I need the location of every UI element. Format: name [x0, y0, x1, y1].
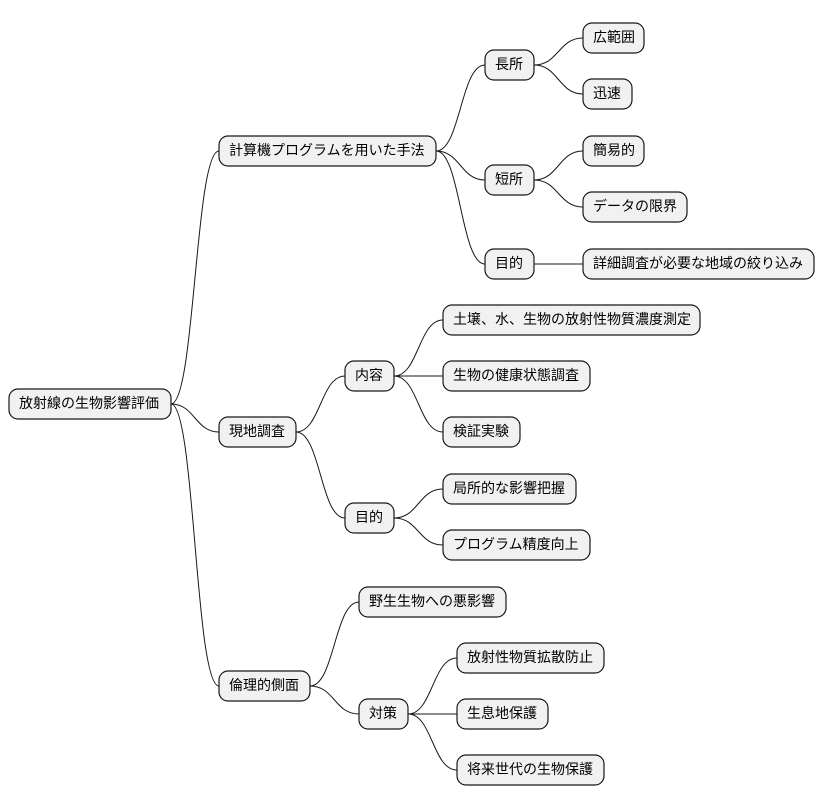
node-box — [442, 473, 577, 505]
node-label: 詳細調査が必要な地域の絞り込み — [593, 256, 803, 272]
connector-line — [533, 37, 584, 66]
node-box — [358, 586, 507, 618]
node-label: 生物の健康状態調査 — [453, 367, 579, 384]
connector-line — [435, 150, 486, 181]
node-label: 対策 — [369, 705, 397, 722]
mindmap-node-root-children-1-children-0-children-0: 土壌、水、生物の放射性物質濃度測定 — [442, 304, 701, 336]
mindmap-node-root-children-1-children-0-children-2: 検証実験 — [442, 416, 521, 448]
node-box — [484, 248, 535, 280]
mindmap-node-root-children-0-children-0-children-0: 広範囲 — [582, 22, 645, 54]
mindmap-node-root-children-1-children-1: 目的 — [344, 502, 395, 534]
connector-line — [393, 488, 444, 519]
mindmap-node-root-children-0-children-1: 短所 — [484, 164, 535, 196]
mindmap-node-root-children-1-children-0-children-1: 生物の健康状態調査 — [442, 360, 591, 392]
node-box — [442, 304, 701, 336]
mindmap-node-root-children-1-children-0: 内容 — [344, 360, 395, 392]
node-label: 広範囲 — [593, 29, 635, 46]
node-label: 短所 — [495, 172, 523, 188]
mindmap-node-root-children-2-children-1-children-2: 将来世代の生物保護 — [456, 754, 605, 786]
node-label: データの限界 — [593, 198, 677, 215]
mindmap-node-root-children-0-children-0: 長所 — [484, 49, 535, 81]
node-label: 簡易的 — [593, 143, 635, 159]
connector-line — [393, 319, 444, 377]
node-box — [218, 670, 311, 702]
node-label: 目的 — [495, 256, 523, 272]
mindmap-node-root-children-2: 倫理的側面 — [218, 670, 311, 702]
mindmap-node-root-children-1: 現地調査 — [218, 416, 297, 448]
node-box — [456, 642, 605, 674]
node-box — [456, 698, 549, 730]
node-label: 生息地保護 — [467, 705, 537, 722]
node-box — [344, 502, 395, 534]
connector-line — [533, 179, 584, 208]
node-label: 計算機プログラムを用いた手法 — [229, 143, 425, 159]
connector-line — [533, 150, 584, 181]
node-label: 長所 — [495, 57, 523, 73]
node-label: 内容 — [355, 367, 383, 384]
node-box — [218, 416, 297, 448]
node-box — [344, 360, 395, 392]
node-label: プログラム精度向上 — [453, 537, 579, 553]
node-box — [442, 529, 591, 561]
mindmap-node-root-children-2-children-1-children-0: 放射性物質拡散防止 — [456, 642, 605, 674]
node-box — [582, 22, 645, 54]
connector-line — [393, 517, 444, 546]
connector-line — [170, 403, 220, 433]
connector-line — [533, 64, 584, 95]
node-label: 将来世代の生物保護 — [467, 762, 593, 778]
connector-line — [170, 150, 220, 405]
node-box — [442, 416, 521, 448]
mindmap-node-root-children-0-children-1-children-0: 簡易的 — [582, 135, 645, 167]
mindmap-node-root-children-0-children-2-children-0: 詳細調査が必要な地域の絞り込み — [582, 248, 815, 280]
node-label: 土壌、水、生物の放射性物質濃度測定 — [453, 312, 691, 328]
node-label: 放射性物質拡散防止 — [467, 650, 593, 666]
node-label: 局所的な影響把握 — [453, 480, 565, 497]
connector-line — [393, 375, 444, 433]
node-box — [582, 248, 815, 280]
node-box — [456, 754, 605, 786]
connector-line — [170, 403, 220, 687]
node-box — [358, 698, 409, 730]
mindmap-node-root-children-0-children-0-children-1: 迅速 — [582, 78, 633, 110]
node-label: 迅速 — [593, 86, 621, 102]
node-box — [484, 164, 535, 196]
connector-line — [309, 685, 360, 715]
mindmap-node-root-children-1-children-1-children-0: 局所的な影響把握 — [442, 473, 577, 505]
mindmap-node-root-children-0-children-1-children-1: データの限界 — [582, 191, 688, 223]
connector-line — [407, 713, 458, 771]
connector-line — [435, 64, 486, 152]
node-label: 倫理的側面 — [229, 678, 299, 694]
mindmap-edges — [170, 37, 584, 771]
node-box — [8, 388, 172, 420]
mindmap-node-root-children-0: 計算機プログラムを用いた手法 — [218, 135, 437, 167]
mindmap-node-root-children-2-children-0: 野生生物への悪影響 — [358, 586, 507, 618]
mindmap-node-root-children-2-children-1-children-1: 生息地保護 — [456, 698, 549, 730]
node-label: 現地調査 — [229, 424, 285, 440]
node-box — [218, 135, 437, 167]
connector-line — [407, 657, 458, 715]
node-label: 野生生物への悪影響 — [369, 593, 495, 610]
node-box — [582, 135, 645, 167]
node-box — [582, 78, 633, 110]
node-box — [484, 49, 535, 81]
node-label: 放射線の生物影響評価 — [19, 395, 159, 412]
mindmap-node-root: 放射線の生物影響評価 — [8, 388, 172, 420]
mindmap-node-root-children-1-children-1-children-1: プログラム精度向上 — [442, 529, 591, 561]
mindmap-node-root-children-0-children-2: 目的 — [484, 248, 535, 280]
node-label: 目的 — [355, 510, 383, 526]
connector-line — [295, 431, 346, 519]
node-box — [442, 360, 591, 392]
connector-line — [435, 150, 486, 265]
connector-line — [309, 601, 360, 687]
node-box — [582, 191, 688, 223]
mindmap-node-root-children-2-children-1: 対策 — [358, 698, 409, 730]
node-label: 検証実験 — [453, 424, 509, 440]
connector-line — [295, 375, 346, 433]
